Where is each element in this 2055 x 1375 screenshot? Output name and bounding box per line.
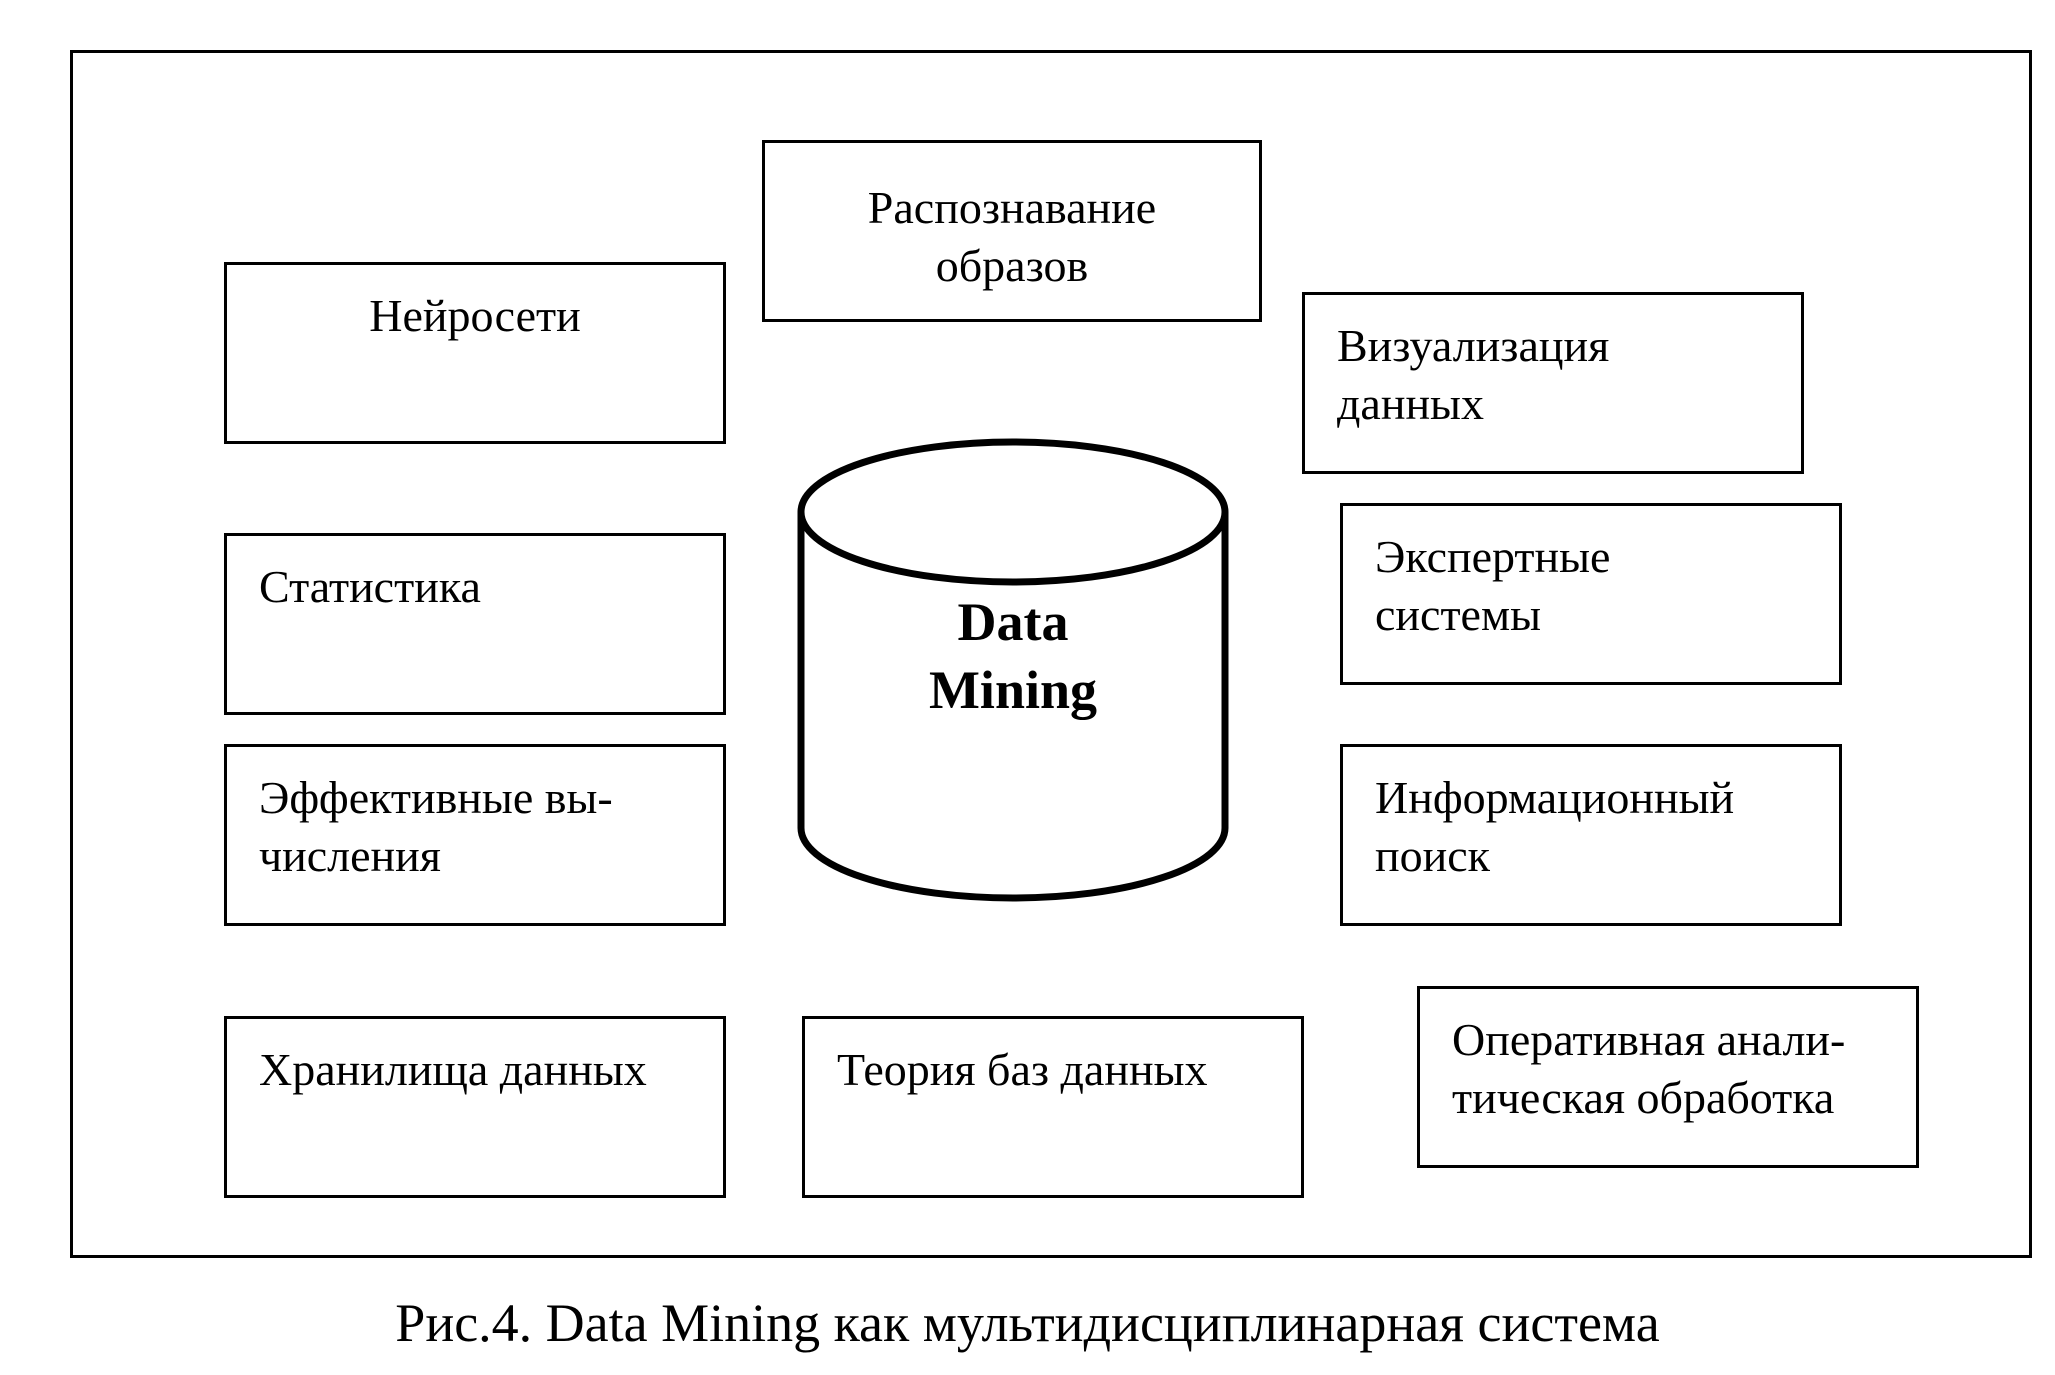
box-olap-label: Оперативная анали- тическая обработка	[1452, 1014, 1846, 1123]
box-statistics: Статистика	[224, 533, 726, 715]
box-database-theory-label: Теория баз данных	[837, 1044, 1208, 1095]
box-neural-networks-label: Нейросети	[369, 290, 581, 341]
box-data-visualization: Визуализация данных	[1302, 292, 1804, 474]
box-data-warehouses: Хранилища данных	[224, 1016, 726, 1198]
box-pattern-recognition-label: Распознавание образов	[867, 182, 1157, 291]
box-efficient-computing: Эффективные вы- числения	[224, 744, 726, 926]
box-expert-systems: Экспертные системы	[1340, 503, 1842, 685]
box-statistics-label: Статистика	[259, 561, 481, 612]
box-information-retrieval: Информационный поиск	[1340, 744, 1842, 926]
data-mining-label: Data Mining	[928, 592, 1098, 720]
figure-caption: Рис.4. Data Mining как мультидисциплинар…	[395, 1293, 1660, 1353]
diagram-frame	[70, 50, 2032, 1258]
box-expert-systems-label: Экспертные системы	[1375, 531, 1611, 640]
box-information-retrieval-label: Информационный поиск	[1375, 772, 1735, 881]
box-data-warehouses-label: Хранилища данных	[259, 1044, 647, 1095]
data-mining-cylinder	[797, 438, 1229, 902]
box-data-visualization-label: Визуализация данных	[1337, 320, 1610, 429]
cylinder-top	[797, 438, 1229, 586]
box-pattern-recognition: Распознавание образов	[762, 140, 1262, 322]
box-olap: Оперативная анали- тическая обработка	[1417, 986, 1919, 1168]
cylinder-body	[797, 512, 1229, 902]
box-efficient-computing-label: Эффективные вы- числения	[259, 772, 613, 881]
box-neural-networks: Нейросети	[224, 262, 726, 444]
box-database-theory: Теория баз данных	[802, 1016, 1304, 1198]
